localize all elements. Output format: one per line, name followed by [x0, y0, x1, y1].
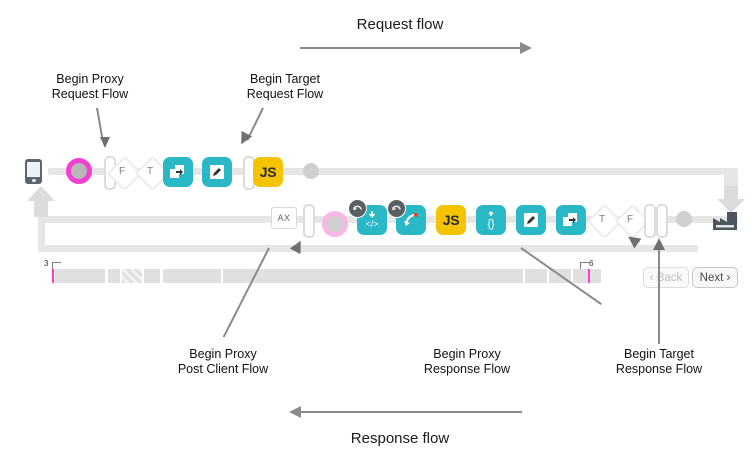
callout-begin-proxy-post-client-flow: Begin Proxy Post Client Flow	[152, 347, 294, 377]
timeline-marker-end[interactable]	[588, 269, 590, 283]
callout-begin-target-request-flow: Begin Target Request Flow	[212, 72, 358, 102]
condition-true-label: T	[598, 214, 606, 225]
callout-line-1: Begin Proxy	[189, 347, 257, 361]
timeline-segment[interactable]	[55, 269, 105, 283]
response-flow-track	[38, 216, 738, 223]
js-label: JS	[259, 164, 277, 180]
timeline-segment[interactable]	[573, 269, 601, 283]
svg-text:{}: {}	[487, 218, 495, 230]
share-arrow-glyph	[170, 165, 184, 178]
js-label: JS	[442, 212, 460, 228]
callout-begin-proxy-request-flow: Begin Proxy Request Flow	[20, 72, 160, 102]
assign-message-policy-icon[interactable]	[163, 157, 193, 187]
callout-line-2: Post Client Flow	[177, 362, 269, 376]
callout-line-1: Begin Proxy	[433, 347, 501, 361]
curved-arrow-glyph	[404, 213, 418, 226]
json-to-xml-policy-icon[interactable]: {}	[476, 205, 506, 235]
analytics-policy-icon[interactable]: AX	[271, 207, 297, 229]
flow-separator-bar	[303, 204, 315, 238]
undo-arrow-glyph	[392, 205, 401, 211]
timeline-segment[interactable]	[144, 269, 160, 283]
code-brackets-glyph: </>	[365, 211, 379, 229]
callout-line-1: Begin Target	[624, 347, 694, 361]
fault-rule-badge[interactable]	[348, 199, 367, 218]
fault-rule-badge[interactable]	[387, 199, 406, 218]
timeline-end-bracket	[580, 262, 589, 269]
condition-false-label: F	[626, 214, 634, 225]
timeline-segment[interactable]	[163, 269, 221, 283]
back-button[interactable]: ‹ Back	[643, 267, 689, 288]
timeline-segment-hatched[interactable]	[122, 269, 142, 283]
next-button[interactable]: Next ›	[692, 267, 738, 288]
timeline-segment[interactable]	[108, 269, 120, 283]
condition-true-label: T	[146, 166, 154, 177]
curly-braces-glyph: {}	[487, 210, 495, 230]
callout-line-2: Response Flow	[615, 362, 703, 376]
callout-line-2: Request Flow	[246, 87, 324, 101]
flow-separator-bar	[656, 204, 668, 238]
request-flow-title: Request flow	[356, 16, 444, 33]
assign-message-policy-icon[interactable]	[556, 205, 586, 235]
request-flow-track	[48, 168, 738, 175]
condition-false-label: F	[118, 166, 126, 177]
timeline-segment[interactable]	[525, 269, 547, 283]
timeline-segment[interactable]	[223, 269, 523, 283]
timeline-start-label: 3	[44, 259, 49, 268]
magenta-ring-node[interactable]	[66, 158, 92, 184]
svg-text:</>: </>	[365, 219, 378, 229]
javascript-policy-icon[interactable]: JS	[436, 205, 466, 235]
undo-arrow-glyph	[353, 205, 362, 211]
pink-ring-node[interactable]	[322, 211, 348, 237]
javascript-policy-icon[interactable]: JS	[253, 157, 283, 187]
response-flow-title: Response flow	[350, 430, 450, 447]
timeline-end-label: 6	[589, 259, 594, 268]
flow-separator-bar	[644, 204, 656, 238]
response-flow-left-bend	[38, 216, 45, 252]
timeline-marker-start[interactable]	[52, 269, 54, 283]
request-flow-entry-arrow	[714, 186, 748, 219]
raise-fault-policy-icon[interactable]	[396, 205, 426, 235]
mobile-phone-icon	[25, 159, 42, 184]
callout-line-2: Request Flow	[51, 87, 129, 101]
callout-line-1: Begin Target	[250, 72, 320, 86]
callout-line-1: Begin Proxy	[56, 72, 124, 86]
response-return-track	[38, 245, 698, 252]
ax-label: AX	[277, 213, 291, 223]
pencil-glyph	[524, 213, 538, 227]
response-flow-exit-arrow	[24, 186, 58, 223]
timeline-start-bracket	[52, 262, 61, 269]
target-endpoint-icon[interactable]	[712, 208, 738, 232]
callout-begin-proxy-response-flow: Begin Proxy Response Flow	[396, 347, 538, 377]
pencil-glyph	[210, 165, 224, 179]
callout-line-2: Response Flow	[423, 362, 511, 376]
callout-begin-target-response-flow: Begin Target Response Flow	[588, 347, 730, 377]
edit-policy-icon[interactable]	[516, 205, 546, 235]
endpoint-dot[interactable]	[676, 211, 692, 227]
share-arrow-glyph	[563, 213, 577, 226]
edit-policy-icon[interactable]	[202, 157, 232, 187]
endpoint-dot[interactable]	[303, 163, 319, 179]
